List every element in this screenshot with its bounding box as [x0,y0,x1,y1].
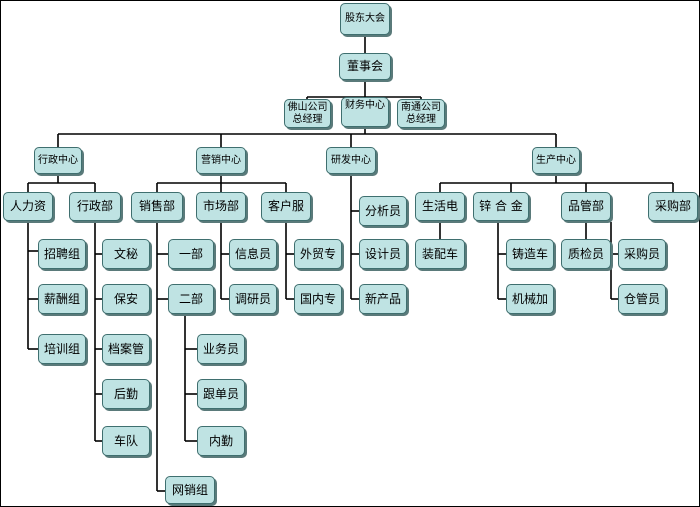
follower-box: 跟单员 [197,379,245,409]
assembly-box: 装配车 [415,239,465,269]
foshan-gm-box: 佛山公司 总经理 [284,99,331,128]
life-electric-box: 生活电 [415,192,465,221]
training-group-box: 培训组 [38,334,86,364]
purchase-dept-box: 采购部 [648,192,698,221]
qc-dept-box: 品管部 [561,192,611,221]
analyst-box: 分析员 [359,196,407,226]
rd-center-box: 研发中心 [326,147,376,174]
foreign-trade-box: 外贸专 [294,239,342,269]
zinc-alloy-box: 锌 合 金 [473,192,529,221]
market-dept-box: 市场部 [196,192,246,221]
sales-dept-box: 销售部 [131,192,183,221]
domestic-box: 国内专 [294,284,342,314]
survey-staff-box: 调研员 [229,284,277,314]
machining-box: 机械加 [506,284,554,314]
salary-group-box: 薪酬组 [38,284,86,314]
inspector-box: 质检员 [561,239,611,269]
dept-two-box: 二部 [168,284,214,314]
casting-box: 铸造车 [506,239,554,269]
dept-one-box: 一部 [168,239,214,269]
board-box: 董事会 [339,53,391,80]
new-product-box: 新产品 [359,284,407,314]
recruit-group-box: 招聘组 [38,239,86,269]
logistics-box: 后勤 [102,379,150,409]
hr-dept-box: 人力资 [3,192,53,221]
purchaser-box: 采购员 [618,239,666,269]
sales-center-box: 营销中心 [196,147,246,174]
customer-service-box: 客户服 [261,192,311,221]
production-center-box: 生产中心 [532,147,580,174]
secretary-box: 文秘 [102,239,150,269]
salesman-box: 业务员 [197,334,245,364]
online-sales-box: 网销组 [165,476,215,504]
warehouse-keeper-box: 仓管员 [618,284,666,314]
designer-box: 设计员 [359,239,407,269]
finance-center-box: 财务中心 [341,97,389,127]
fleet-box: 车队 [102,426,150,456]
internal-box: 内勤 [197,426,245,456]
admin-dept-box: 行政部 [69,192,121,221]
info-staff-box: 信息员 [229,239,277,269]
nantong-gm-box: 南通公司 总经理 [397,99,445,128]
shareholders-box: 股东大会 [340,3,390,35]
security-box: 保安 [102,284,150,314]
archive-box: 档案管 [102,334,150,364]
admin-center-box: 行政中心 [34,147,82,174]
